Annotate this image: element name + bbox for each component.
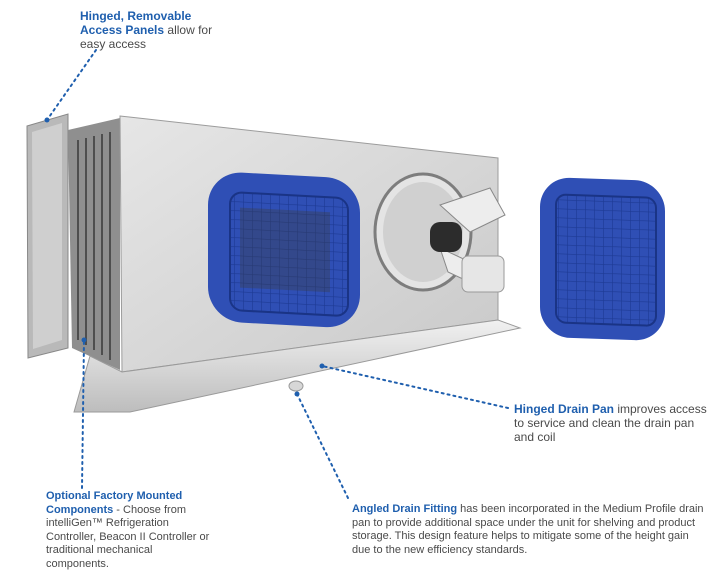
callout-optional-components: Optional Factory Mounted Components - Ch…: [46, 490, 216, 571]
callout-text: has been incorporated in the Medium Prof…: [352, 503, 704, 556]
callout-drain-fitting: Angled Drain Fitting has been incorporat…: [352, 503, 707, 557]
callout-text: allow for easy access: [80, 23, 213, 51]
drain-pan: [73, 319, 522, 413]
drain-fitting: [288, 380, 304, 392]
leader-hinged-panels: [46, 49, 97, 121]
callout-drain-pan: Hinged Drain Pan improves access to serv…: [514, 402, 714, 444]
callout-title: Angled Drain Fitting: [352, 503, 458, 515]
callout-title: Hinged, Removable Access Panels: [80, 9, 192, 37]
callout-text: - Choose from intelliGen™ Refrigeration …: [46, 503, 210, 570]
leader-optional-components: [81, 339, 85, 489]
callout-title: Optional Factory Mounted Components: [46, 490, 183, 516]
callout-title: Hinged Drain Pan: [514, 402, 615, 416]
callout-text: improves access to service and clean the…: [514, 402, 707, 444]
fan-guard-right: [540, 177, 665, 341]
callout-hinged-panels: Hinged, Removable Access Panels allow fo…: [80, 9, 230, 51]
leader-drain-pan: [321, 365, 509, 409]
fan-motor: [430, 187, 506, 293]
fan-guard-left: [208, 172, 360, 328]
leader-drain-fitting: [296, 393, 349, 499]
